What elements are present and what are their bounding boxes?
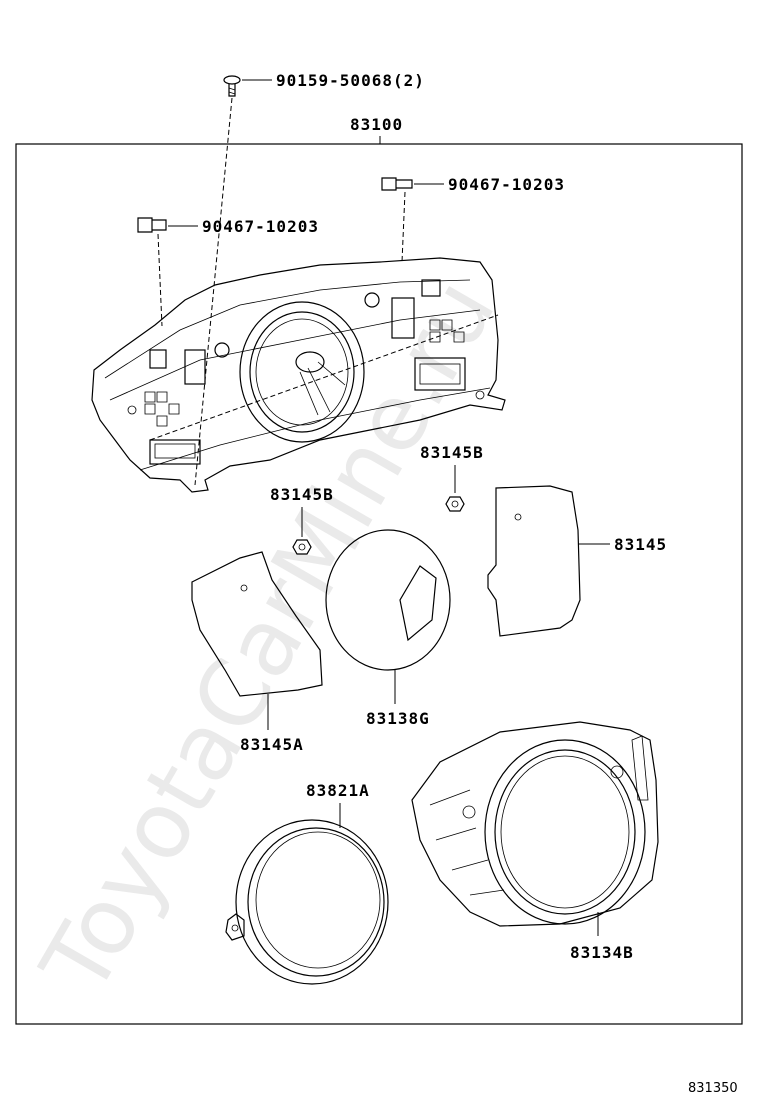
nut-left-label: 83145B <box>270 485 334 504</box>
meter-case-part <box>91 257 506 493</box>
assembly-frame <box>15 143 743 1025</box>
clip-left-part <box>137 217 167 233</box>
clip-right-label: 90467-10203 <box>448 175 565 194</box>
glass-part <box>411 721 659 927</box>
reference-code: 831350 <box>688 1081 738 1096</box>
nut-right-label: 83145B <box>420 443 484 462</box>
nut-right-part <box>445 496 465 512</box>
plate-right-label: 83145 <box>614 535 667 554</box>
nut-left-part <box>292 539 312 555</box>
glass-label: 83134B <box>570 943 634 962</box>
clip-left-label: 90467-10203 <box>202 217 319 236</box>
dial-label: 83138G <box>366 709 430 728</box>
ring-label: 83821A <box>306 781 370 800</box>
clip-right-part <box>381 177 413 191</box>
assembly-label: 83100 <box>350 115 403 134</box>
screw-part <box>223 75 241 97</box>
screw-label: 90159-50068(2) <box>276 71 425 90</box>
plate-left-label: 83145A <box>240 735 304 754</box>
ring-part <box>225 819 389 985</box>
screw-dashed-guide <box>194 97 233 486</box>
plate-left-part <box>191 551 323 697</box>
dial-part <box>325 529 451 671</box>
plate-right-part <box>487 485 581 637</box>
